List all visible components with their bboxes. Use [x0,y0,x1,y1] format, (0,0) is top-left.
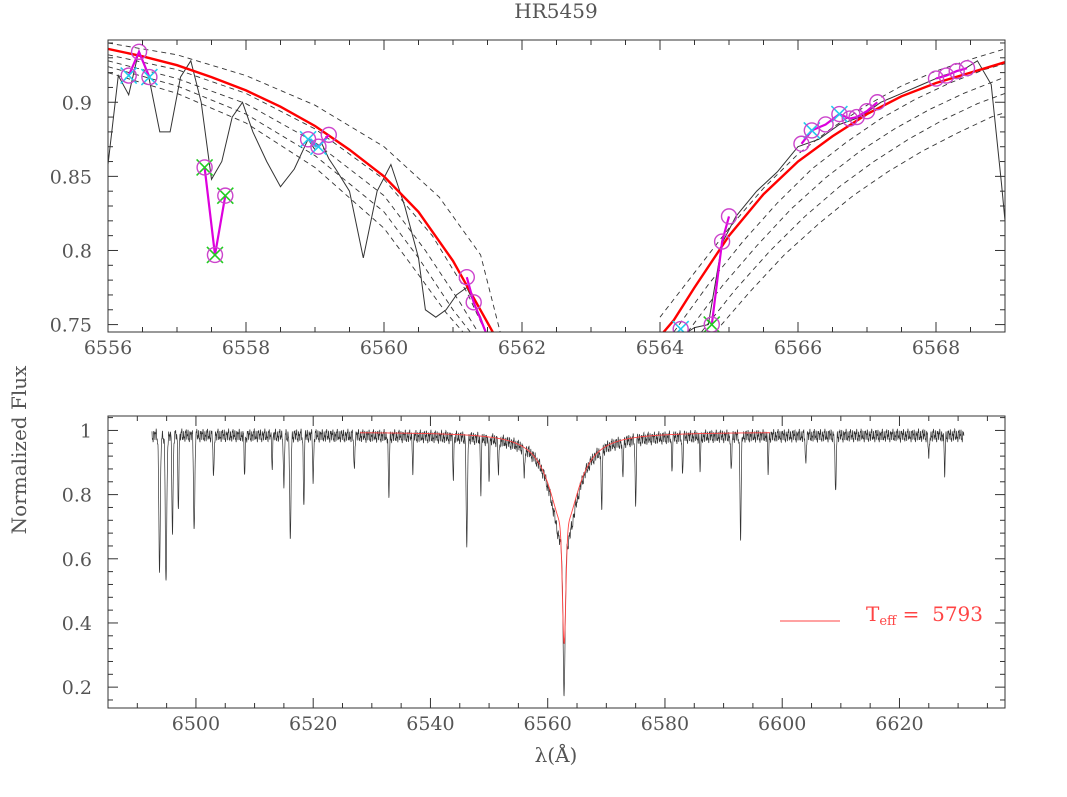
top-curves [108,42,1005,332]
bottom-x-tick-label: 6500 [172,713,220,735]
top-synthetic-model-line [108,47,495,332]
top-x-tick-label: 6568 [912,337,960,359]
bottom-x-tick-label: 6560 [524,713,572,735]
top-comparison-model-line [687,76,1005,332]
legend-label-rest: = 5793 [896,602,983,626]
selected-point-circle [130,43,148,61]
selected-point-circle [120,67,137,84]
selected-point-circle [458,268,475,286]
bottom-x-tick-label: 6540 [406,713,454,735]
bottom-y-tick-label: 0.4 [62,613,92,635]
top-y-tick-label: 0.75 [50,315,92,337]
top-plot-frame [107,39,1006,333]
bottom-model-spectrum-line [360,432,771,644]
selected-point-circle [803,122,820,139]
top-comparison-model-line [108,60,479,332]
top-comparison-model-line [108,42,501,332]
selected-point-circle [713,233,731,250]
top-ticks: 6556 6558 6560 6562 6564 6566 6568 0.75 0.8 0.85 0… [50,40,1006,359]
bottom-ticks: 6500 6520 6540 6560 6580 6600 6620 0.2 0.4 0.6 0.8… [62,416,1005,735]
top-y-tick-label: 0.9 [62,92,92,114]
selected-point-circle [938,67,955,84]
bottom-x-tick-label: 6520 [289,713,337,735]
top-observed-spectrum-line [108,48,487,332]
selected-point-circle [465,294,482,311]
x-axis-title: λ(Å) [535,742,578,767]
bottom-y-tick-label: 0.2 [62,677,92,699]
bottom-x-tick-label: 6580 [641,713,689,735]
bottom-curves [151,427,965,697]
selected-point-circle [672,320,689,332]
top-comparison-model-line [108,54,486,332]
figure-title: HR5459 [514,0,597,23]
top-x-tick-label: 6566 [774,337,822,359]
top-points [120,43,976,332]
top-y-tick-label: 0.8 [62,240,92,262]
top-x-tick-label: 6562 [498,337,546,359]
top-observed-spectrum-line [686,60,1005,332]
bottom-x-tick-label: 6600 [758,713,806,735]
bottom-y-tick-label: 0.8 [62,485,92,507]
top-x-tick-label: 6564 [636,337,684,359]
selected-point-circle [206,246,224,264]
top-selected-points-link-line [710,216,731,325]
top-x-tick-label: 6556 [84,337,132,359]
selected-point-circle [831,105,848,123]
bottom-observed-spectrum-line [151,427,965,697]
top-x-tick-label: 6558 [222,337,270,359]
top-selected-points-link-line [127,49,151,78]
y-axis-title: Normalized Flux [7,365,31,534]
full-spectrum-panel: 6500 6520 6540 6560 6580 6600 6620 0.2 0.4 0.6 0.8… [62,415,1006,767]
selected-point-circle [948,62,965,80]
selected-point-circle [927,70,945,87]
legend-label-main: T [866,602,880,626]
top-selected-points-link-line [203,167,227,256]
selected-point-circle [817,116,834,133]
top-selected-points-link-line [935,67,968,80]
top-comparison-model-line [673,63,1005,332]
selected-point-circle [793,135,810,152]
legend-label: Teff = 5793 [866,602,983,629]
bottom-x-tick-label: 6620 [875,713,923,735]
top-selected-points-link-line [800,101,879,145]
selected-point-circle [320,126,337,144]
selected-point-circle [720,208,738,225]
legend-label-sub: eff [879,614,898,629]
bottom-plot-frame [107,415,1006,709]
top-comparison-model-line [714,112,1005,332]
bottom-y-tick-label: 0.6 [62,549,92,571]
top-synthetic-model-line [662,61,1005,332]
bottom-y-tick-label: 1 [80,420,92,442]
selected-point-circle [310,138,327,155]
selected-point-circle [958,59,976,77]
top-x-tick-label: 6560 [360,337,408,359]
top-comparison-model-line [701,92,1005,332]
selected-point-circle [217,187,234,204]
selected-point-circle [848,108,865,126]
top-comparison-model-line [108,72,464,332]
zoomed-line-panel: 6556 6558 6560 6562 6564 6566 6568 0.75 0.8 0.85 0… [50,39,1006,359]
selected-point-circle [196,159,213,176]
top-selected-points-link-line [465,276,487,332]
top-comparison-model-line [108,66,471,332]
legend: Teff = 5793 [780,602,983,629]
selected-point-circle [703,316,720,332]
top-y-tick-label: 0.85 [50,166,92,188]
selected-point-circle [841,110,858,127]
selected-point-circle [869,94,886,111]
selected-point-circle [858,102,876,120]
top-comparison-model-line [659,48,1005,318]
selected-point-circle [141,68,158,86]
